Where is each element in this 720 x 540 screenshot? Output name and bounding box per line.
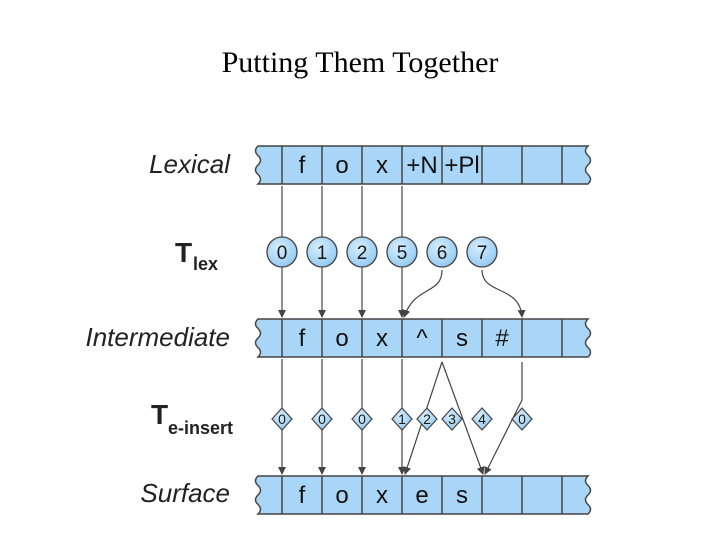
tlex-label-sub: lex — [193, 254, 218, 274]
te-insert-state-7: 0 — [518, 411, 526, 427]
tlex-label: T lex — [175, 237, 218, 274]
lexical-label: Lexical — [149, 149, 231, 179]
tlex-state-circle — [346, 236, 378, 268]
lexical-cell-3: +N — [406, 152, 437, 179]
te-insert-label: T e-insert — [151, 399, 233, 438]
te-insert-state-diamond — [441, 407, 463, 431]
te-insert-state-diamond — [311, 407, 333, 431]
lexical-cell-1: o — [335, 152, 348, 179]
te-insert-state-diamond — [511, 407, 533, 431]
te-insert-state-3: 1 — [398, 411, 406, 427]
te-insert-states: 0 0 0 1 2 3 4 0 — [271, 407, 533, 431]
tlex-state-circle — [386, 236, 418, 268]
intermediate-cell-2: x — [376, 325, 388, 352]
intermediate-tape: f o x ^ s # — [254, 318, 592, 358]
surface-cell-1: o — [335, 482, 348, 509]
hash-to-surface-arrow — [484, 362, 523, 475]
tlex-label-main: T — [175, 237, 192, 268]
caret-to-s-arrow-b — [441, 361, 485, 475]
tlex-state-0: 0 — [277, 243, 288, 264]
lexical-cell-2: x — [376, 152, 388, 179]
surface-cell-2: x — [376, 482, 388, 509]
intermediate-tape-body — [254, 318, 592, 358]
te-insert-label-sub: e-insert — [168, 418, 233, 438]
tlex-state-circle — [306, 236, 338, 268]
surface-cell-0: f — [299, 482, 306, 509]
te-insert-state-4: 2 — [423, 411, 431, 427]
intermediate-cell-0: f — [299, 325, 306, 352]
tlex-state-5: 7 — [477, 243, 488, 264]
lexical-tape: f o x +N +Pl — [254, 145, 592, 185]
te-insert-state-diamond — [391, 407, 413, 431]
te-insert-state-diamond — [351, 407, 373, 431]
surface-cell-3: e — [415, 482, 428, 509]
te-insert-state-diamond — [271, 407, 293, 431]
plpl-to-hash-arrow — [481, 269, 526, 318]
te-insert-state-0: 0 — [278, 411, 286, 427]
tlex-state-circle — [426, 236, 458, 268]
intermediate-cell-3: ^ — [416, 325, 428, 352]
tlex-state-4: 6 — [437, 243, 448, 264]
te-insert-state-diamond — [471, 407, 493, 431]
te-insert-state-5: 3 — [448, 411, 456, 427]
lexical-cell-4: +Pl — [444, 152, 479, 179]
plusn-to-caret-arrow — [402, 269, 443, 318]
te-insert-state-diamond — [416, 407, 438, 431]
te-insert-state-2: 0 — [358, 411, 366, 427]
te-insert-label-main: T — [151, 399, 168, 430]
surface-label: Surface — [140, 478, 230, 508]
intermediate-cell-1: o — [335, 325, 348, 352]
intermediate-cell-4: s — [456, 325, 468, 352]
tlex-states: 0 1 2 5 6 7 — [266, 236, 498, 268]
lexical-cell-0: f — [299, 152, 306, 179]
tlex-state-circle — [466, 236, 498, 268]
tlex-state-circle — [266, 236, 298, 268]
tlex-state-1: 1 — [317, 243, 328, 264]
surface-tape-body — [254, 475, 592, 515]
lexical-tape-body — [254, 145, 592, 185]
te-insert-state-1: 0 — [318, 411, 326, 427]
te-insert-state-6: 4 — [478, 411, 486, 427]
intermediate-label: Intermediate — [85, 322, 230, 352]
tlex-state-3: 5 — [397, 243, 408, 264]
surface-cell-4: s — [456, 482, 468, 509]
intermediate-cell-5: # — [495, 325, 509, 352]
slide-title: Putting Them Together — [221, 46, 499, 79]
tlex-state-2: 2 — [357, 243, 368, 264]
